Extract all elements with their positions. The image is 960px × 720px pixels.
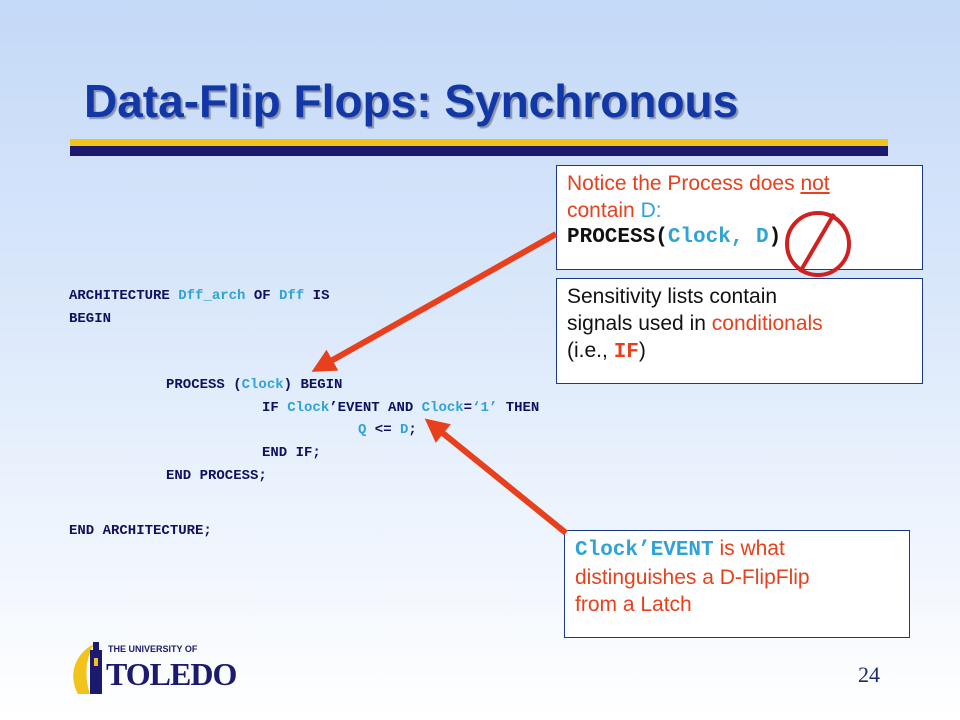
- code-line-architecture: ARCHITECTURE Dff_arch OF Dff IS: [69, 288, 330, 304]
- arrow-to-process: [311, 231, 558, 372]
- callout-event: Clock’EVENT is what distinguishes a D-Fl…: [564, 530, 910, 638]
- tower-icon: [73, 642, 102, 694]
- code-line-end-process: END PROCESS;: [166, 468, 267, 484]
- arrow-to-if-clock: [424, 418, 568, 536]
- prohibition-slash: [798, 212, 836, 274]
- title-rule-yellow: [70, 139, 888, 146]
- callout-sensitivity: Sensitivity lists contain signals used i…: [556, 278, 923, 384]
- title-rule-navy: [70, 146, 888, 156]
- code-line-assign: Q <= D;: [358, 422, 417, 438]
- callout-notice: Notice the Process does not contain D: P…: [556, 165, 923, 270]
- code-line-if: IF Clock’EVENT AND Clock=‘1’ THEN: [262, 400, 540, 416]
- logo-top-text: THE UNIVERSITY OF: [108, 644, 198, 654]
- slide-title: Data-Flip Flops: Synchronous: [84, 75, 739, 127]
- logo-main-text: TOLEDO: [106, 656, 237, 692]
- code-line-begin: BEGIN: [69, 311, 112, 327]
- code-line-process: PROCESS (Clock) BEGIN: [166, 377, 343, 393]
- code-line-end-if: END IF;: [262, 445, 321, 461]
- prohibition-circle: [785, 211, 851, 277]
- code-line-end-architecture: END ARCHITECTURE;: [69, 523, 212, 539]
- university-logo: THE UNIVERSITY OF TOLEDO: [66, 636, 237, 698]
- slide-number: 24: [858, 662, 880, 687]
